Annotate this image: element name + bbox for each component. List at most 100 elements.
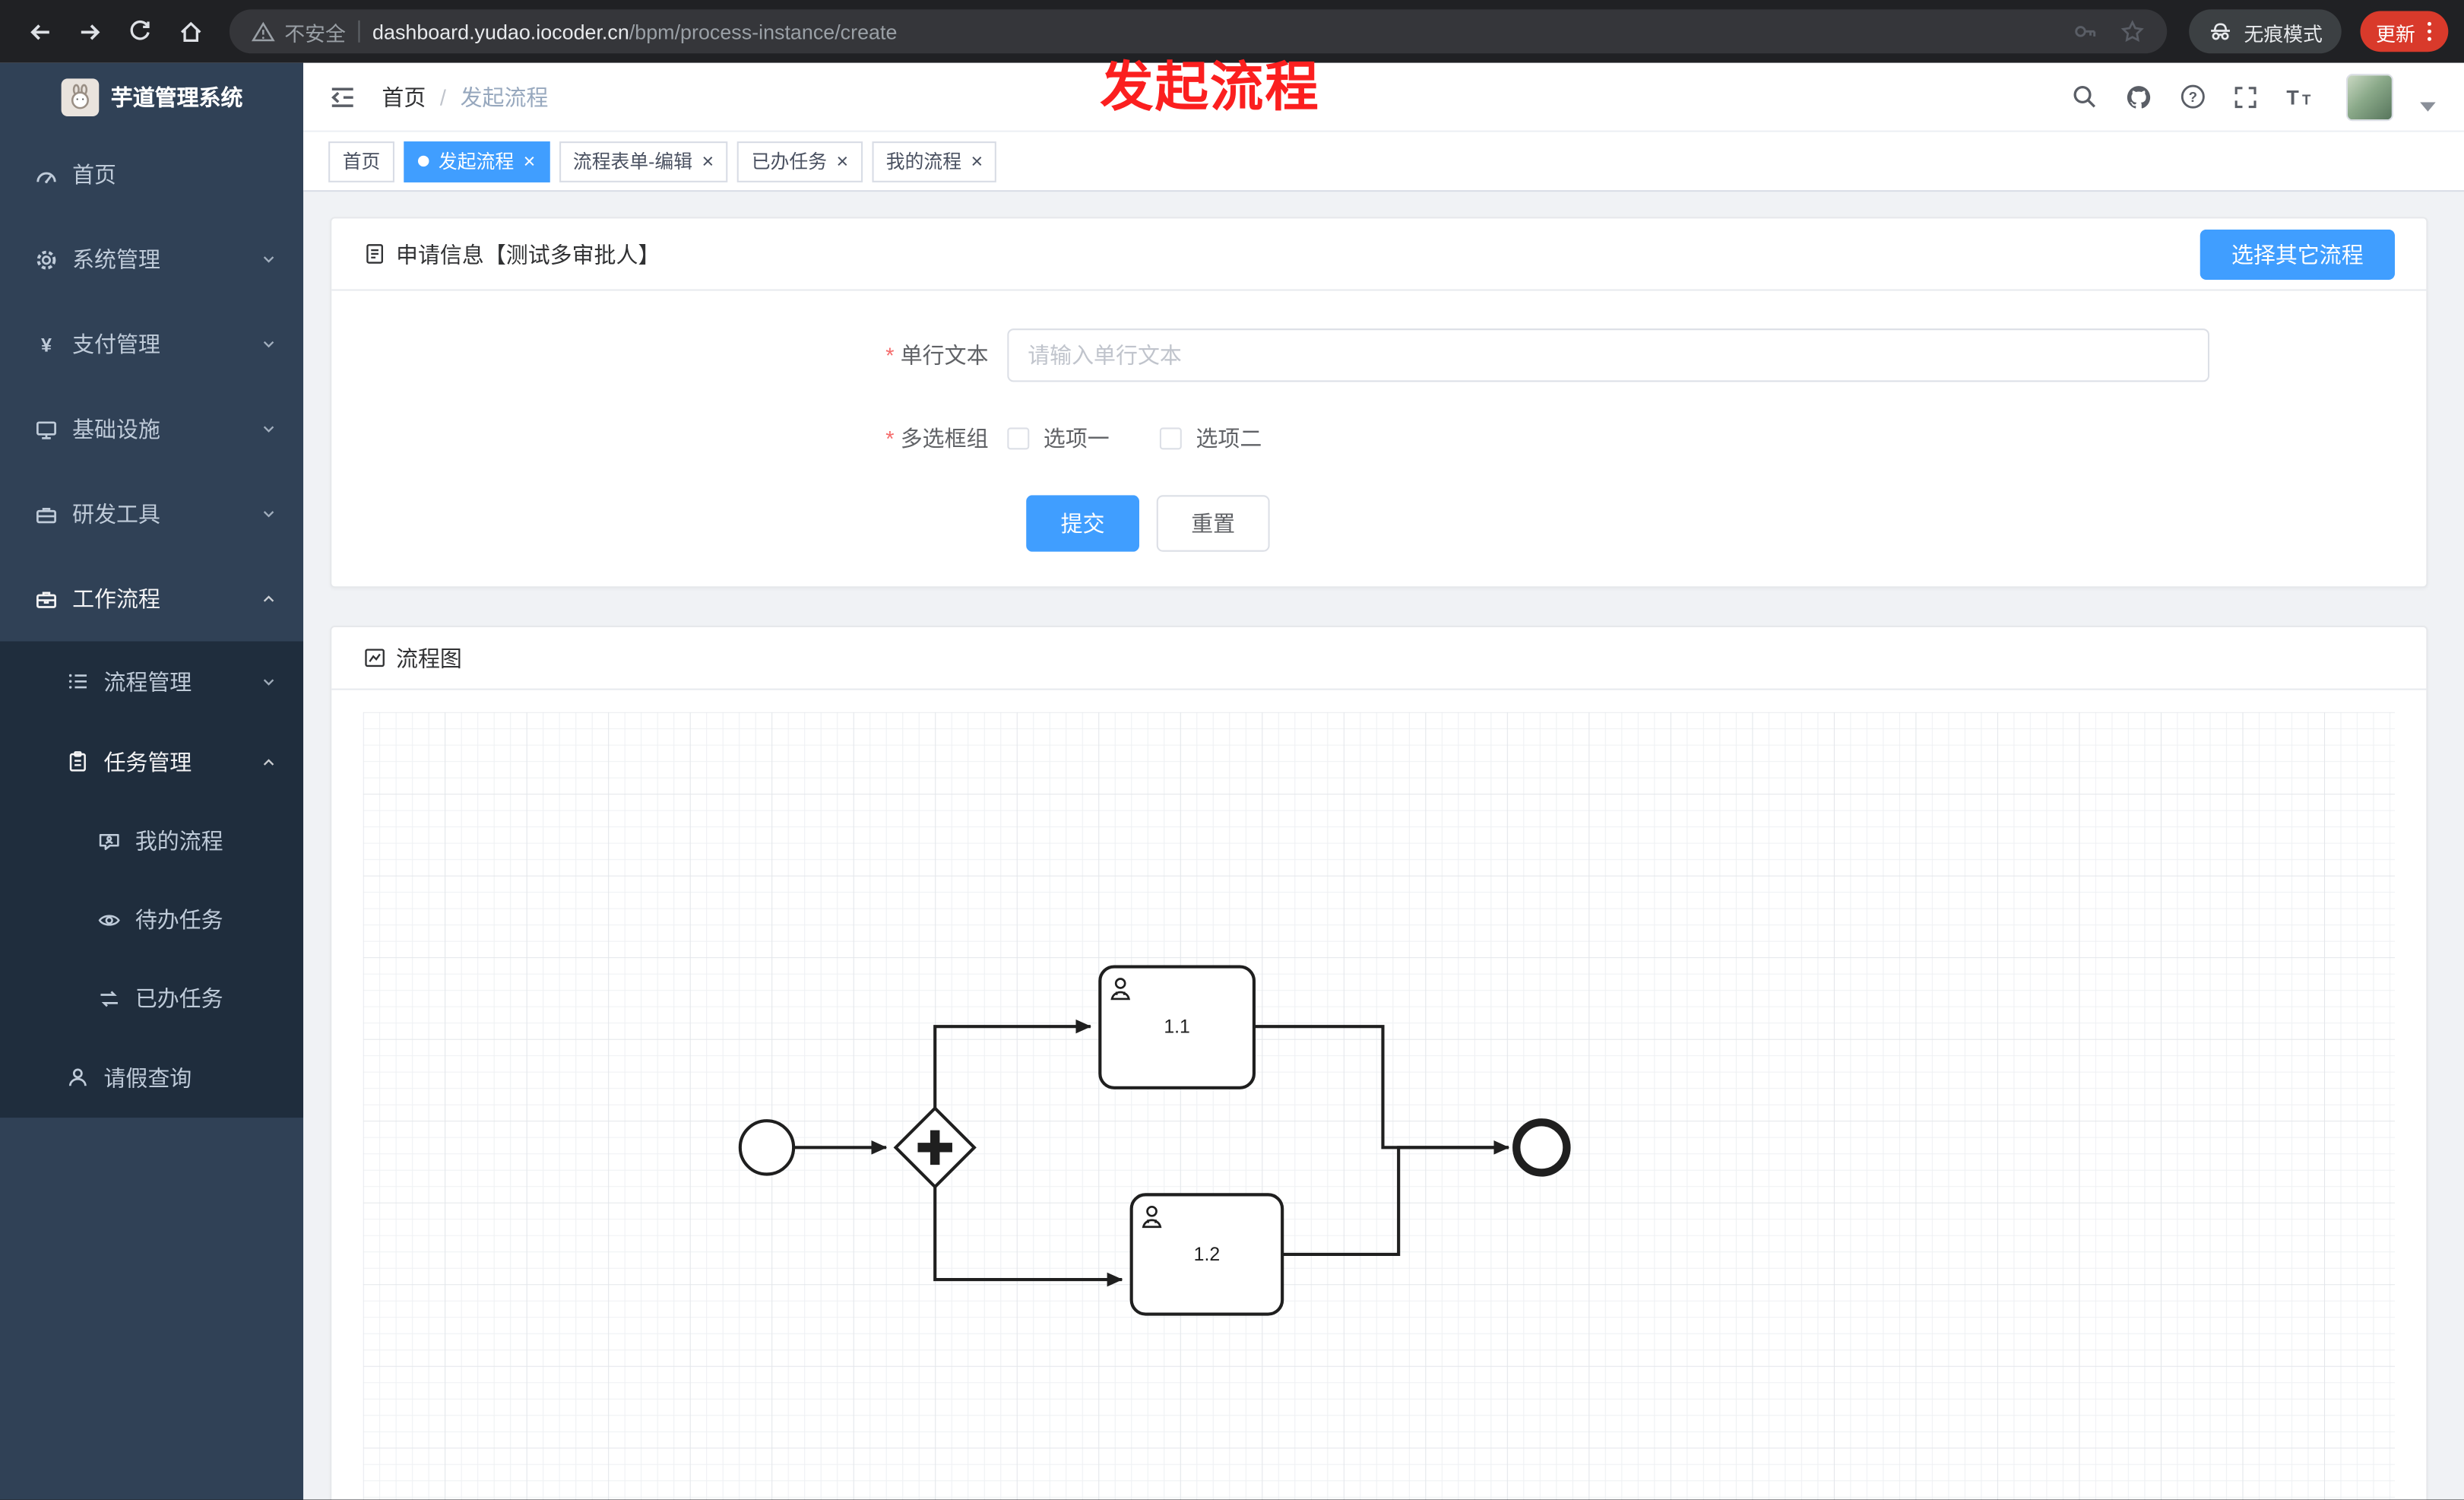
start-event[interactable]	[738, 1119, 796, 1176]
arrow-left-icon	[30, 24, 49, 40]
user-task-1-2[interactable]: 1.2	[1129, 1193, 1284, 1316]
diagram-card-title-text: 流程图	[396, 645, 462, 671]
password-key-icon[interactable]	[2073, 19, 2098, 44]
clipboard-icon	[69, 751, 86, 772]
security-label: 不安全	[284, 21, 346, 45]
incognito-label: 无痕模式	[2244, 22, 2323, 45]
document-icon	[366, 244, 383, 264]
flow-gateway-to-task2	[933, 1187, 1123, 1287]
chevron-up-icon	[263, 595, 274, 602]
submit-button[interactable]: 提交	[1026, 495, 1140, 552]
sidebar-fold-button[interactable]	[328, 83, 356, 111]
kebab-menu-icon	[2427, 21, 2432, 41]
tab-close-icon[interactable]: ×	[523, 149, 536, 173]
fold-icon	[331, 87, 353, 106]
chevron-down-icon	[263, 678, 274, 685]
sidebar-item-pending-tasks[interactable]: 待办任务	[0, 880, 303, 959]
apply-info-card: 申请信息【测试多审批人】 选择其它流程 *单行文本 *多选框组	[330, 217, 2428, 588]
refresh-button[interactable]	[116, 8, 163, 55]
update-label: 更新	[2376, 22, 2415, 45]
checkbox-option-1[interactable]: 选项一	[1007, 423, 1110, 454]
logo-avatar	[60, 78, 99, 117]
address-bar[interactable]: 不安全 dashboard.yudao.iocoder.cn/bpm/proce…	[229, 9, 2168, 54]
sidebar-item-label: 工作流程	[72, 586, 160, 612]
tab-process-form-edit[interactable]: 流程表单-编辑 ×	[559, 141, 728, 182]
tab-initiate-process[interactable]: 发起流程 ×	[404, 141, 549, 182]
browser-update-button[interactable]: 更新	[2360, 11, 2449, 52]
sidebar-item-infrastructure[interactable]: 基础设施	[0, 387, 303, 472]
tab-close-icon[interactable]: ×	[702, 149, 714, 173]
home-icon	[179, 21, 201, 41]
tags-view-bar: 首页 发起流程 × 流程表单-编辑 × 已办任务 × 我的流程 ×	[303, 132, 2464, 192]
dashboard-icon	[36, 171, 56, 182]
security-status[interactable]: 不安全	[251, 17, 346, 46]
task-label: 1.1	[1164, 1016, 1189, 1037]
breadcrumb-home[interactable]: 首页	[382, 84, 426, 109]
app-logo[interactable]: 芋道管理系统	[0, 63, 303, 132]
fullscreen-icon[interactable]	[2233, 84, 2258, 109]
sidebar-item-label: 研发工具	[72, 501, 160, 527]
bookmark-star-icon[interactable]	[2120, 19, 2145, 44]
breadcrumb-separator: /	[439, 84, 446, 109]
sidebar-item-payment-management[interactable]: ¥ 支付管理	[0, 302, 303, 387]
github-icon[interactable]	[2124, 83, 2152, 111]
checkbox-option-2[interactable]: 选项二	[1159, 423, 1262, 454]
required-marker: *	[885, 426, 895, 452]
sidebar-item-home[interactable]: 首页	[0, 132, 303, 217]
sidebar: 芋道管理系统 首页 系统管理 ¥ 支付管理 基础设施	[0, 62, 304, 1500]
sidebar-item-done-tasks[interactable]: 已办任务	[0, 959, 303, 1037]
breadcrumb-current: 发起流程	[460, 84, 549, 109]
task-label: 1.2	[1194, 1245, 1220, 1265]
sidebar-item-task-management[interactable]: 任务管理	[0, 721, 303, 801]
sidebar-item-dev-tools[interactable]: 研发工具	[0, 471, 303, 557]
sidebar-item-label: 已办任务	[135, 985, 223, 1011]
select-other-process-button[interactable]: 选择其它流程	[2200, 228, 2396, 279]
search-icon[interactable]	[2071, 84, 2098, 110]
back-button[interactable]	[16, 8, 63, 55]
sidebar-item-leave-query[interactable]: 请假查询	[0, 1038, 303, 1118]
briefcase-icon	[36, 591, 56, 607]
checkbox-group-row: *多选框组 选项一 选项二	[331, 423, 2426, 454]
app-title: 芋道管理系统	[110, 84, 243, 110]
sidebar-item-process-management[interactable]: 流程管理	[0, 642, 303, 721]
diagram-card-header: 流程图	[331, 627, 2427, 690]
user-task-1-1[interactable]: 1.1	[1098, 965, 1256, 1089]
refresh-icon	[130, 20, 150, 40]
sidebar-item-workflow[interactable]: 工作流程	[0, 557, 303, 642]
end-event[interactable]	[1512, 1118, 1571, 1177]
tab-my-processes[interactable]: 我的流程 ×	[872, 141, 997, 182]
checkbox-box[interactable]	[1159, 427, 1182, 450]
bpmn-canvas[interactable]: 1.1 1.2	[363, 712, 2396, 1500]
tab-home[interactable]: 首页	[328, 141, 394, 182]
chevron-down-icon	[263, 341, 274, 348]
reset-button[interactable]: 重置	[1156, 495, 1270, 552]
sidebar-item-my-processes[interactable]: 我的流程	[0, 801, 303, 880]
chevron-down-icon	[263, 511, 274, 518]
flow-gateway-to-task1	[933, 1019, 1091, 1108]
monitor-icon	[36, 420, 56, 439]
incognito-badge[interactable]: 无痕模式	[2189, 9, 2342, 54]
tab-done-tasks[interactable]: 已办任务 ×	[737, 141, 863, 182]
text-field-label: *单行文本	[885, 342, 989, 368]
sidebar-item-system-management[interactable]: 系统管理	[0, 217, 303, 302]
single-line-text-input[interactable]	[1007, 328, 2210, 382]
chevron-up-icon	[263, 758, 274, 765]
user-avatar[interactable]	[2345, 73, 2393, 121]
tab-label: 流程表单-编辑	[572, 151, 693, 173]
sidebar-item-label: 支付管理	[72, 331, 160, 357]
flow-task2-to-end	[1282, 1140, 1509, 1257]
tab-close-icon[interactable]: ×	[836, 149, 849, 173]
sidebar-item-label: 系统管理	[72, 246, 160, 272]
avatar-caret-down-icon[interactable]	[2420, 101, 2436, 112]
tab-close-icon[interactable]: ×	[971, 149, 983, 173]
tab-label: 首页	[342, 151, 381, 173]
help-icon[interactable]: ?	[2180, 84, 2206, 110]
form-actions: 提交 重置	[1026, 495, 2426, 552]
bpmn-diagram: 1.1 1.2	[363, 712, 2396, 1500]
forward-button[interactable]	[66, 8, 113, 55]
parallel-gateway[interactable]	[893, 1105, 977, 1189]
checkbox-box[interactable]	[1007, 427, 1030, 450]
home-button[interactable]	[166, 8, 214, 55]
